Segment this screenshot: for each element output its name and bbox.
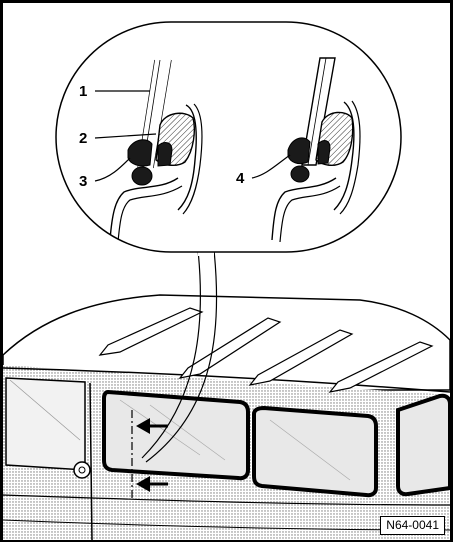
detail-callout — [55, 21, 402, 253]
detail-left-section — [109, 59, 203, 243]
callout-connector — [141, 249, 218, 463]
callout-number-2: 2 — [79, 130, 87, 147]
window-front-left — [5, 377, 86, 471]
van-roof — [2, 294, 451, 391]
door-line — [89, 382, 93, 541]
window-far-right — [396, 393, 452, 497]
roof-rails — [98, 307, 434, 393]
arrow-left-icon — [136, 476, 168, 492]
van-lower-panel — [2, 494, 451, 506]
window-middle — [102, 389, 250, 481]
van-body — [2, 294, 452, 541]
callout-number-1: 1 — [79, 83, 87, 100]
door-handle — [73, 461, 91, 479]
detail-right-section — [271, 57, 361, 243]
callout-number-4: 4 — [236, 170, 245, 187]
arrow-left-icon — [136, 418, 168, 434]
figure-reference: N64-0041 — [380, 516, 445, 535]
window-rear — [252, 405, 378, 498]
callout-number-3: 3 — [79, 173, 87, 190]
leader-lines — [94, 90, 291, 182]
van-belt-line — [2, 367, 451, 393]
